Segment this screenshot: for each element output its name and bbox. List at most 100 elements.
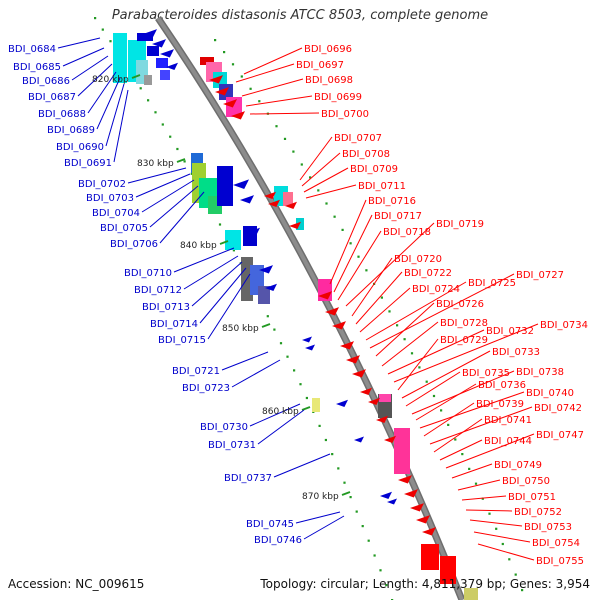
strand-arrow [416,515,430,524]
plus-strand-gene-label: BDI_0716 [368,196,416,207]
inner-dot-ring [318,424,321,427]
strand-arrow [404,489,418,498]
gene-leader-line [173,247,235,273]
gene-leader-line [159,191,205,244]
inner-dot-ring [385,584,388,587]
gene-leader-line [305,184,357,199]
inner-dot-ring [273,328,276,331]
gene-leader-line [135,173,191,198]
outer-dot-ring [410,352,414,355]
plus-strand-gene-label: BDI_0717 [374,211,422,222]
inner-dot-ring [379,569,382,572]
gene-feature-block [296,218,304,230]
minus-strand-gene-label: BDI_0688 [38,109,86,120]
inner-dot-ring [361,525,364,528]
plus-strand-gene-label: BDI_0754 [532,538,580,549]
strand-arrow [318,291,332,300]
strand-arrow [305,344,315,351]
inner-dot-ring [293,369,296,372]
outer-dot-ring [521,589,524,592]
inner-dot-ring [176,147,179,151]
outer-dot-ring [501,542,504,546]
plus-strand-gene-label: BDI_0751 [508,492,556,503]
gene-leader-line [249,112,320,115]
plus-strand-gene-label: BDI_0733 [492,347,540,358]
minus-strand-gene-label: BDI_0705 [100,223,148,234]
gene-leader-line [359,287,411,333]
minus-strand-gene-label: BDI_0702 [78,179,126,190]
gene-leader-line [381,321,439,367]
outer-dot-ring [508,558,511,561]
gene-leader-line [477,543,535,561]
minus-strand-gene-label: BDI_0687 [28,92,76,103]
gene-feature-block [394,428,410,474]
plus-strand-gene-label: BDI_0725 [468,278,516,289]
plus-strand-gene-label: BDI_0699 [314,92,362,103]
plus-strand-gene-label: BDI_0729 [440,335,488,346]
gene-feature-block [283,192,293,206]
gene-leader-line [207,273,251,340]
gene-leader-line [375,302,435,357]
minus-strand-gene-label: BDI_0730 [200,422,248,433]
strand-arrow [160,49,174,58]
minus-strand-gene-label: BDI_0710 [124,268,172,279]
strand-arrow [166,62,178,70]
gene-leader-line [405,371,461,407]
gene-feature-block [147,46,159,56]
strand-arrow [325,307,339,316]
minus-strand-gene-label: BDI_0691 [64,158,112,169]
strand-arrow [285,201,297,209]
gene-feature-block [137,33,153,41]
gene-leader-line [301,152,341,187]
gene-leader-line [183,255,239,290]
chromosome-backbone [156,16,464,600]
gene-leader-line [461,495,507,501]
leader-lines-layer [57,37,539,561]
gene-leader-line [433,418,483,453]
gene-feature-block [440,556,456,584]
inner-dot-ring [139,87,142,90]
inner-dot-ring [94,17,97,20]
outer-dot-ring [223,51,226,54]
minus-strand-gene-label: BDI_0731 [208,440,256,451]
kbp-tick-label: 820 kbp [92,75,129,85]
strand-arrow [332,321,346,330]
gene-leader-line [113,89,129,163]
outer-dot-ring [283,137,287,140]
plus-strand-gene-label: BDI_0711 [358,181,406,192]
gene-leader-line [149,185,199,228]
inner-dot-ring [161,123,164,126]
inner-dot-ring [324,438,327,442]
gene-leader-line [241,78,304,97]
kbp-tick-label: 850 kbp [222,324,259,334]
outer-dot-ring [481,497,484,500]
outer-dot-ring [468,467,471,470]
plus-strand-gene-label: BDI_0744 [484,436,532,447]
inner-dot-ring [355,510,358,513]
plus-strand-gene-label: BDI_0752 [514,507,562,518]
strand-arrow [289,221,301,229]
strand-arrow [240,195,254,204]
gene-feature-block [464,588,478,600]
outer-dot-ring [440,409,443,412]
inner-dot-ring [218,223,222,226]
gene-leader-line [351,257,393,317]
gene-leader-line [62,47,105,67]
outer-dot-ring [231,63,235,66]
outer-dot-ring [309,176,312,179]
outer-dot-ring [292,150,295,153]
strand-arrow [384,435,396,443]
gene-leader-line [127,167,187,184]
gene-leader-line [451,463,493,479]
outer-dot-ring [333,215,336,218]
gene-leader-line [299,136,333,181]
plus-strand-gene-label: BDI_0755 [536,556,584,567]
minus-strand-gene-label: BDI_0715 [158,335,206,346]
strand-arrow [265,283,277,291]
strand-arrow [209,75,223,84]
gene-leader-line [457,479,501,491]
strand-arrow [360,387,372,395]
inner-dot-ring [286,355,289,358]
minus-strand-gene-label: BDI_0713 [142,302,190,313]
